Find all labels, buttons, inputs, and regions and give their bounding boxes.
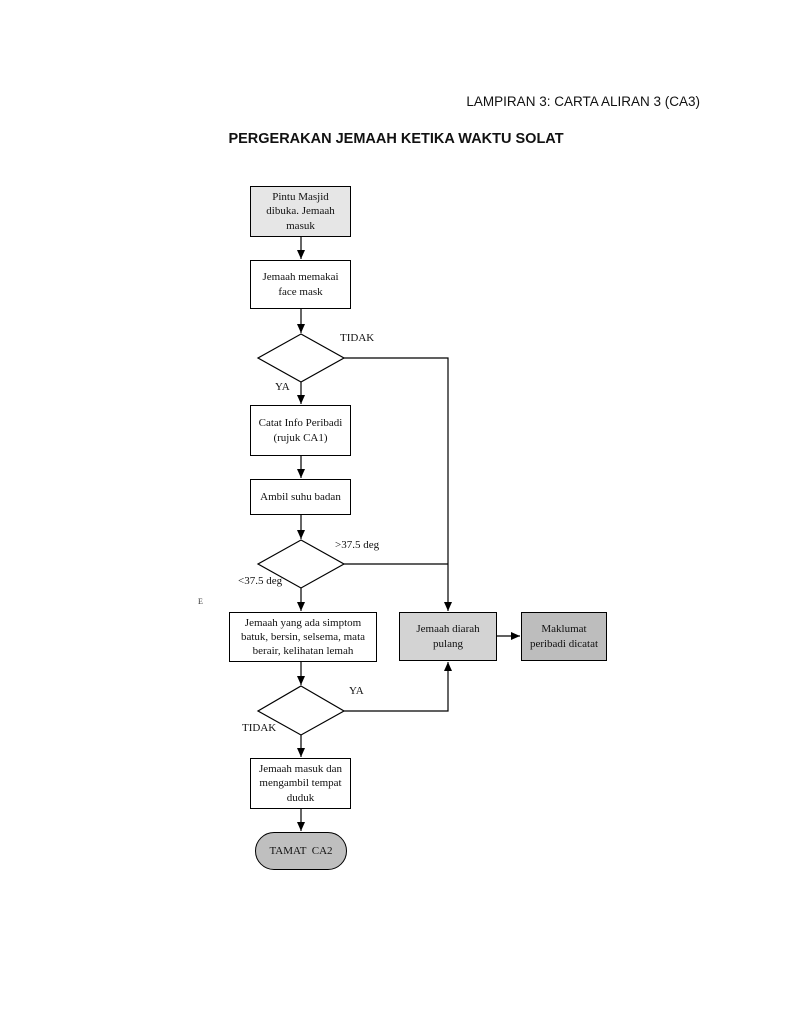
node-enter: Jemaah masuk dan mengambil tempat duduk (250, 758, 351, 809)
node-record: Maklumat peribadi dicatat (521, 612, 607, 661)
page-title: PERGERAKAN JEMAAH KETIKA WAKTU SOLAT (228, 131, 564, 147)
node-home: Jemaah diarah pulang (399, 612, 497, 661)
node-mask: Jemaah memakai face mask (250, 260, 351, 309)
decision-mask-diamond (256, 333, 346, 383)
node-symptom: Jemaah yang ada simptom batuk, bersin, s… (229, 612, 377, 662)
appendix-header: LAMPIRAN 3: CARTA ALIRAN 3 (CA3) (466, 94, 700, 109)
label-temp-low: <37.5 deg (238, 575, 283, 587)
node-temp: Ambil suhu badan (250, 479, 351, 515)
node-info: Catat Info Peribadi (rujuk CA1) (250, 405, 351, 456)
node-start: Pintu Masjid dibuka. Jemaah masuk (250, 186, 351, 237)
arrow-decision-mask-to-home (344, 357, 452, 611)
arrow-decision-symptom-to-home (344, 662, 452, 712)
stray-mark: E (198, 597, 203, 606)
node-end-terminator: TAMAT CA2 (255, 832, 347, 870)
label-mask-yes: YA (275, 381, 290, 393)
label-mask-no: TIDAK (340, 332, 375, 344)
label-temp-high: >37.5 deg (335, 539, 380, 551)
label-symptom-yes: YA (349, 685, 364, 697)
label-symptom-no: TIDAK (242, 722, 277, 734)
